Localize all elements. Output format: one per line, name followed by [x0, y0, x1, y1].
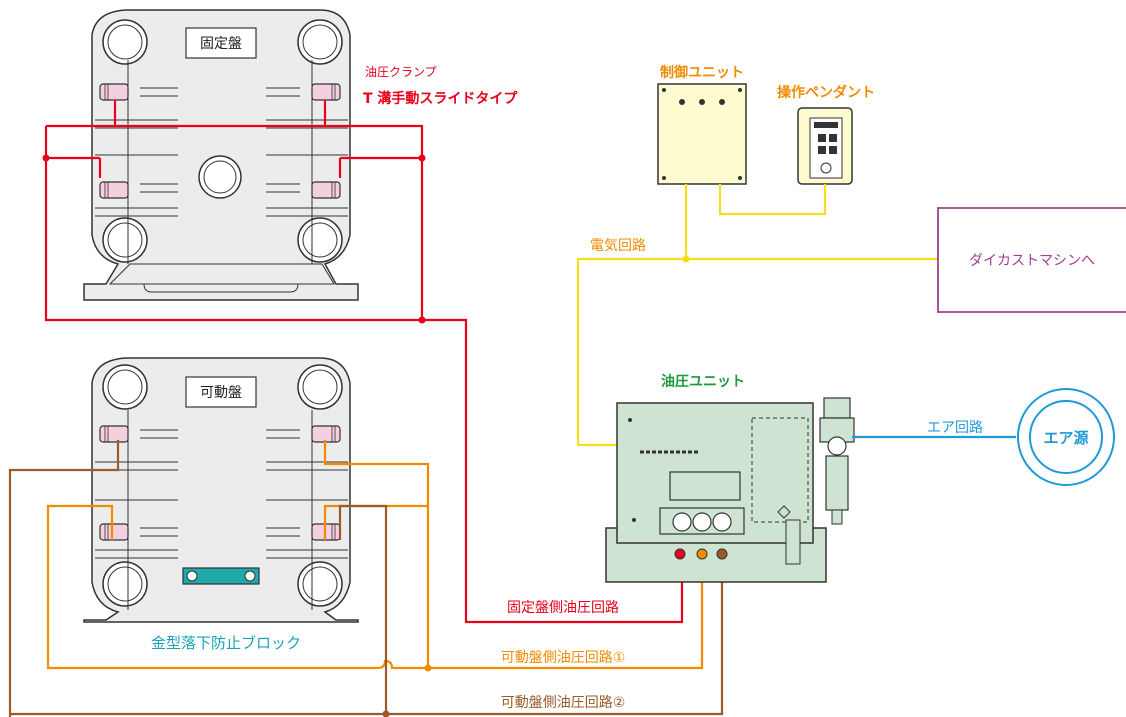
- clamp-movable-bottom-left: [99, 523, 129, 541]
- drop-block-label: 金型落下防止ブロック: [151, 634, 301, 652]
- clamp-fixed-bottom-right: [311, 181, 341, 199]
- air-filter: [819, 397, 855, 525]
- hydraulic-unit: [605, 402, 827, 583]
- drop-prevention-block: [182, 567, 260, 585]
- control-unit: [657, 83, 747, 185]
- air-source-inner: [1029, 400, 1103, 474]
- clamp-label-1: 油圧クランプ: [365, 65, 437, 79]
- clamp-movable-top-right: [311, 425, 341, 443]
- fixed-platen-label: 固定盤: [200, 36, 242, 52]
- clamp-fixed-top-left: [99, 83, 129, 101]
- clamp-fixed-top-right: [311, 83, 341, 101]
- control-unit-label: 制御ユニット: [660, 64, 744, 81]
- fixed-circuit-label: 固定盤側油圧回路: [507, 600, 619, 616]
- movable-circuit1-label: 可動盤側油圧回路①: [501, 650, 626, 666]
- hydraulic-unit-label: 油圧ユニット: [661, 373, 745, 390]
- electric-circuit: [576, 184, 938, 447]
- clamp-fixed-bottom-left: [99, 181, 129, 199]
- air-circuit-label: エア回路: [927, 420, 983, 436]
- fixed-platen: [83, 9, 359, 301]
- clamp-label-2: T 溝手動スライドタイプ: [363, 90, 518, 107]
- movable-hydraulic-circuit-2: [8, 440, 724, 717]
- clamp-movable-top-left: [99, 425, 129, 443]
- electric-circuit-label: 電気回路: [590, 238, 646, 254]
- operation-pendant: [797, 107, 853, 185]
- movable-platen: [83, 357, 359, 623]
- air-source-label: エア源: [1043, 429, 1088, 447]
- to-machine-label: ダイカストマシンへ: [969, 253, 1095, 269]
- movable-platen-label: 可動盤: [200, 385, 242, 401]
- machine-box: [937, 207, 1126, 313]
- pendant-label: 操作ペンダント: [777, 84, 875, 101]
- movable-circuit2-label: 可動盤側油圧回路②: [501, 695, 626, 711]
